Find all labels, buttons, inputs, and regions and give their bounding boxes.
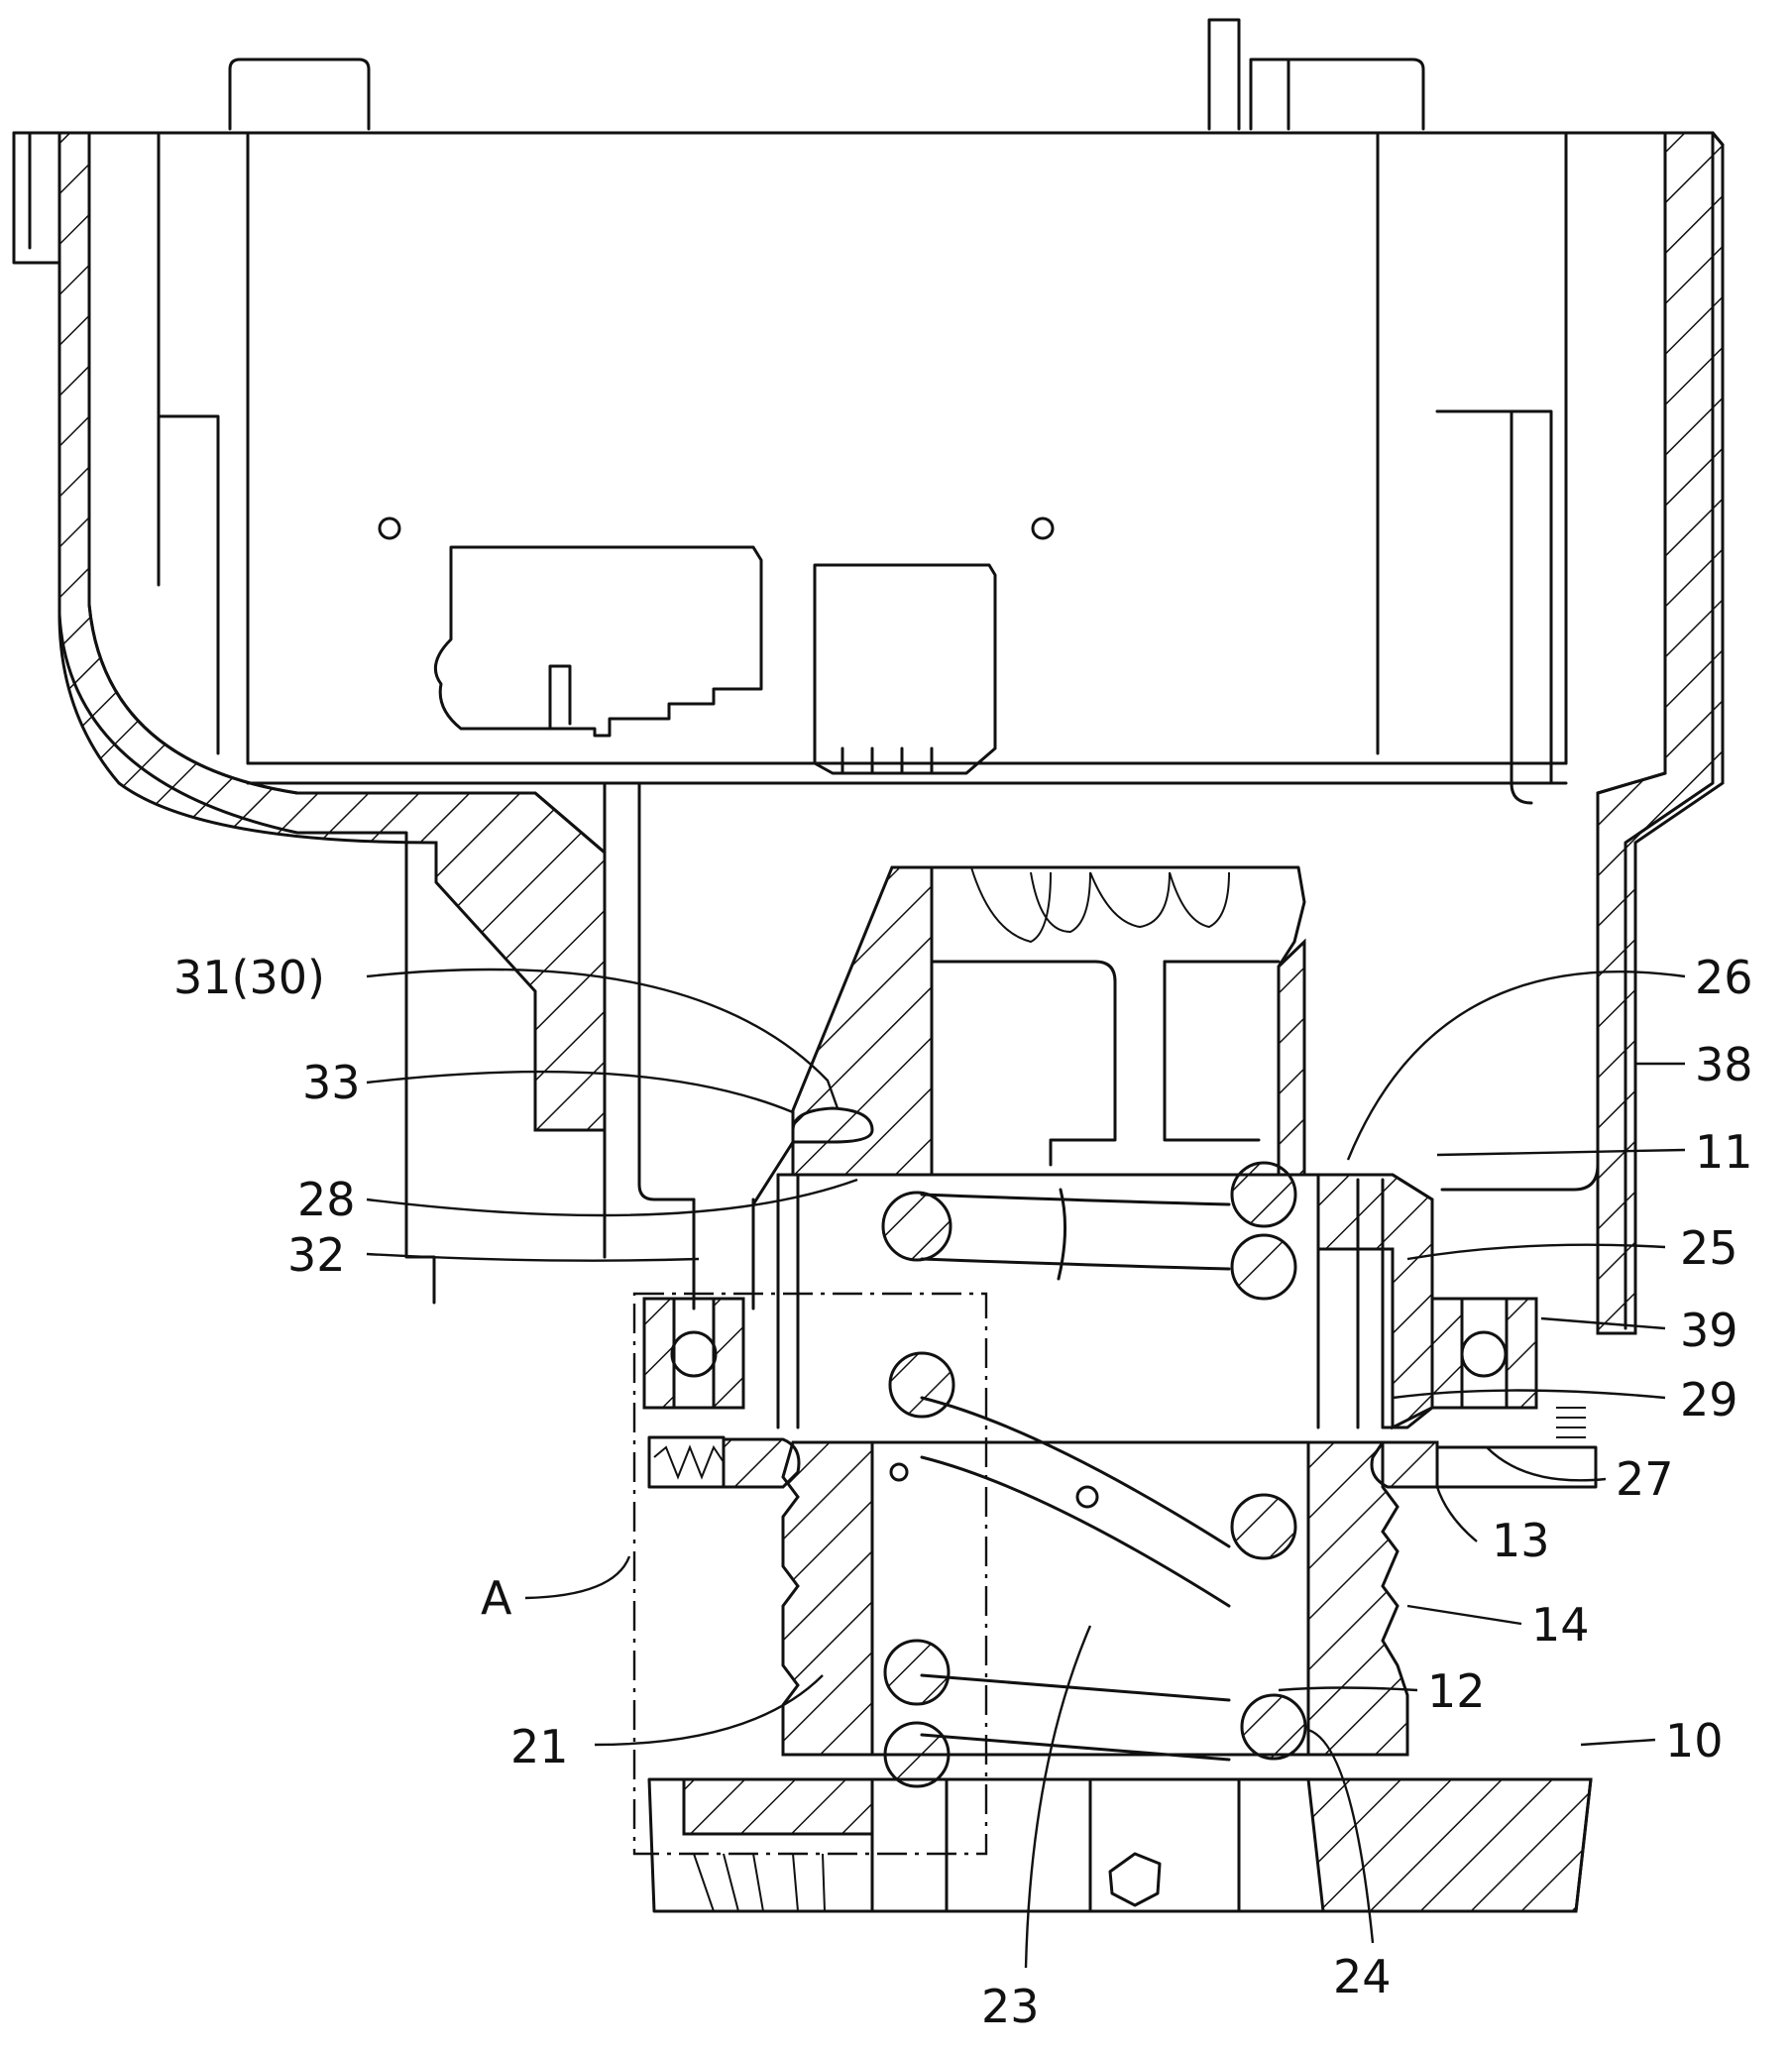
plunger-left <box>649 1437 799 1487</box>
label-31-30: 31(30) <box>173 951 325 1004</box>
motor-hub <box>793 867 1304 1175</box>
label-21: 21 <box>510 1720 569 1773</box>
label-27: 27 <box>1616 1452 1674 1506</box>
label-11: 11 <box>1695 1125 1753 1179</box>
rotor-body <box>783 1442 1407 1755</box>
collar-11 <box>778 1175 1432 1427</box>
label-14: 14 <box>1531 1598 1590 1652</box>
label-13: 13 <box>1492 1514 1550 1567</box>
leader-32 <box>367 1254 699 1261</box>
label-10: 10 <box>1665 1714 1724 1768</box>
label-28: 28 <box>297 1173 356 1226</box>
leader-11 <box>1437 1150 1685 1155</box>
label-26: 26 <box>1695 951 1753 1004</box>
pcb-connector-left <box>435 547 761 736</box>
label-39: 39 <box>1680 1304 1738 1357</box>
label-38: 38 <box>1695 1038 1753 1091</box>
pcb-connector-right <box>815 565 995 773</box>
torsion-spring <box>883 1163 1305 1786</box>
spring-coil-sections <box>883 1163 1305 1786</box>
label-23: 23 <box>981 1980 1040 2033</box>
leader-23 <box>1026 1626 1090 1968</box>
label-24: 24 <box>1333 1950 1392 2003</box>
leader-28 <box>367 1180 857 1215</box>
label-29: 29 <box>1680 1373 1738 1426</box>
leader-a <box>525 1556 629 1598</box>
leader-10 <box>1581 1740 1655 1745</box>
label-32: 32 <box>287 1228 346 1282</box>
bearing-left <box>644 1299 743 1408</box>
label-25: 25 <box>1680 1221 1738 1275</box>
label-33: 33 <box>302 1056 361 1109</box>
leader-27 <box>1487 1447 1606 1480</box>
label-a: A <box>481 1571 512 1625</box>
base-plate-10 <box>649 1779 1591 1911</box>
leader-14 <box>1407 1606 1521 1624</box>
label-12: 12 <box>1427 1664 1486 1718</box>
leader-13 <box>1437 1487 1477 1541</box>
